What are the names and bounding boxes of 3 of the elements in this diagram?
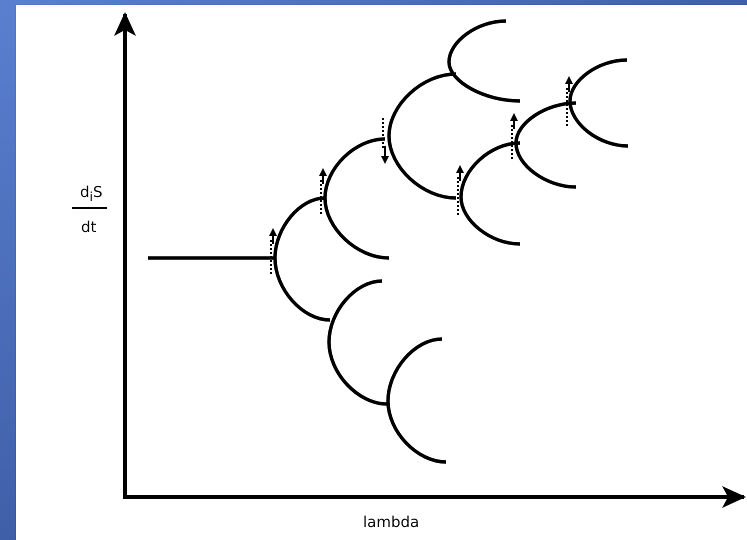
axis-label: lambda	[363, 515, 420, 530]
axis-label-denominator: dt	[81, 220, 96, 235]
axis-label-numerator: d$_{i}$S	[80, 185, 103, 204]
